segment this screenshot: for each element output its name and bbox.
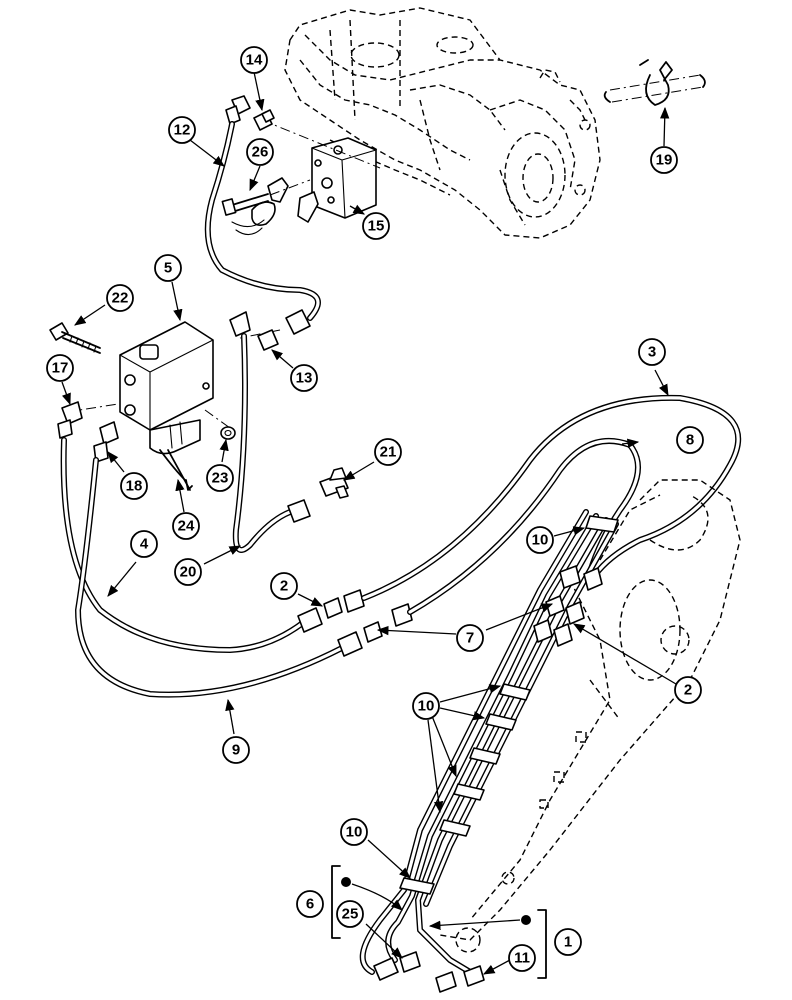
svg-text:9: 9 [232,742,240,759]
svg-text:26: 26 [252,144,269,161]
hose-3 [361,394,742,601]
svg-text:2: 2 [684,682,692,699]
callout-2-right: 2 [674,676,702,704]
hose-12 [204,121,321,321]
callout-25: 25 [336,900,364,928]
callout-23: 23 [206,464,234,492]
svg-text:5: 5 [164,260,172,277]
hose-9 [75,457,363,698]
svg-text:13: 13 [296,370,313,387]
adapter-fitting-13 [257,309,311,351]
svg-text:24: 24 [178,518,195,535]
dot-marker [341,877,351,887]
manifold-block [311,137,377,219]
svg-text:11: 11 [514,950,530,967]
hose-20 [232,333,311,553]
svg-text:18: 18 [126,478,143,495]
callout-10-top: 10 [526,526,554,554]
svg-text:10: 10 [532,532,549,549]
callout-20: 20 [174,558,202,586]
flange-clamps [221,177,319,236]
svg-text:12: 12 [174,122,191,139]
svg-text:21: 21 [380,444,397,461]
callout-26: 26 [246,138,274,166]
adapter-fitting-14 [253,109,275,131]
plug-23 [220,426,236,440]
svg-text:3: 3 [648,344,656,361]
svg-text:23: 23 [212,470,229,487]
callout-11: 11 [508,944,536,972]
svg-text:7: 7 [466,630,474,647]
svg-text:15: 15 [368,218,385,235]
solenoid-valve [119,311,251,491]
svg-text:14: 14 [246,52,263,69]
cable-tie-detail [603,59,706,106]
alignment-line [261,119,381,169]
svg-text:25: 25 [342,906,359,923]
callout-13: 13 [290,364,318,392]
callout-14: 14 [240,46,268,74]
callout-6: 6 [296,890,324,918]
callout-22: 22 [106,284,134,312]
svg-text:10: 10 [346,824,363,841]
callout-21: 21 [374,438,402,466]
callout-10-bottom: 10 [340,818,368,846]
bolt-22 [49,322,101,354]
svg-text:22: 22 [112,290,129,307]
callout-3: 3 [638,338,666,366]
svg-text:10: 10 [418,698,435,715]
callout-19: 19 [650,146,678,174]
svg-text:1: 1 [564,934,572,951]
bracket-6 [331,865,341,939]
alignment-line [204,409,231,429]
callout-2-left: 2 [270,572,298,600]
alignment-line [269,179,311,196]
excavator-boom [439,479,741,953]
bottom-fittings [373,951,485,993]
bundle-connectors [533,565,603,647]
callout-4: 4 [130,530,158,558]
callout-1: 1 [554,928,582,956]
elbow-fitting-18 [93,421,119,463]
callout-7: 7 [456,624,484,652]
svg-text:8: 8 [686,432,694,449]
elbow-fitting-17 [57,401,83,439]
callout-12: 12 [168,116,196,144]
svg-text:6: 6 [306,896,314,913]
callout-5: 5 [154,254,182,282]
bracket-1 [537,909,547,979]
callout-18: 18 [120,472,148,500]
dot-marker [521,915,531,925]
leader-lines [61,71,677,975]
svg-text:19: 19 [656,152,673,169]
svg-text:17: 17 [52,360,69,377]
callout-15: 15 [362,212,390,240]
callout-9: 9 [222,736,250,764]
adapter-fitting-7 [363,603,413,643]
tee-fitting-21 [319,467,349,499]
svg-text:20: 20 [180,564,197,581]
hose-clamps [399,515,619,895]
svg-text:2: 2 [280,578,288,595]
callout-8: 8 [676,426,704,454]
callout-24: 24 [172,512,200,540]
callout-17: 17 [46,354,74,382]
callout-10-middle: 10 [412,692,440,720]
elbow-fitting-12 [225,95,251,125]
svg-text:4: 4 [140,536,149,553]
adapter-fitting-2 [323,589,365,619]
hose-4 [60,437,323,653]
